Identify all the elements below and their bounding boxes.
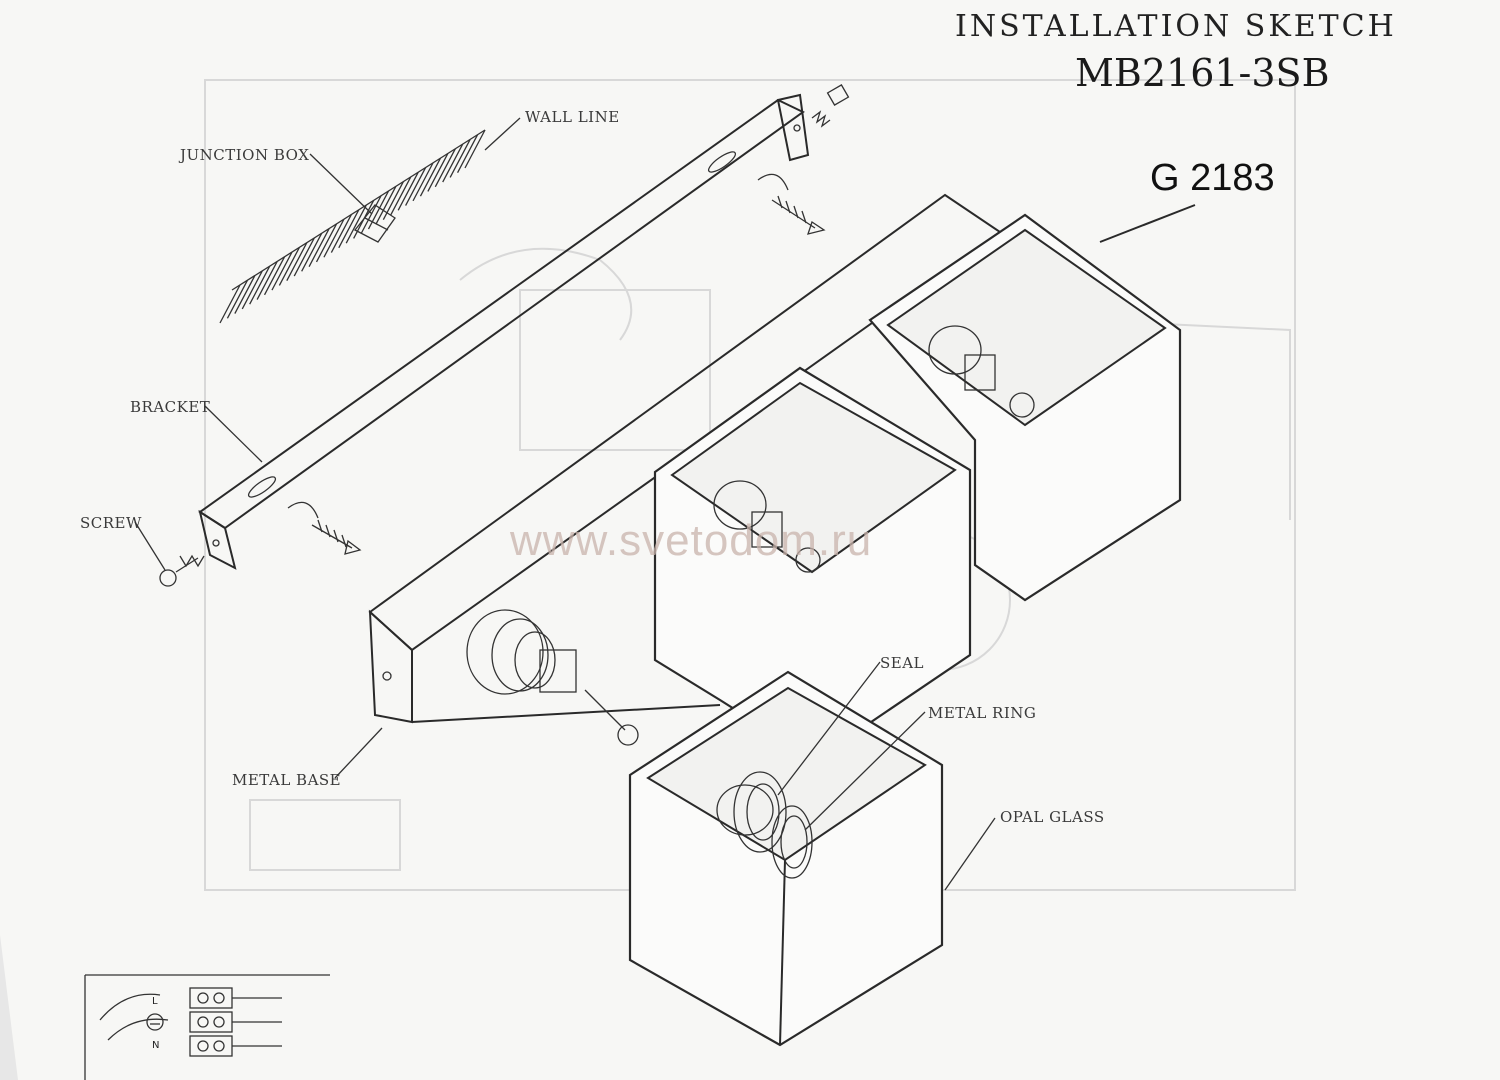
- hatch-line: [345, 204, 367, 244]
- hatch-line: [442, 143, 464, 183]
- ground-icon: [146, 1013, 164, 1031]
- screw-bottom-icon: [159, 554, 205, 587]
- hatch-line: [434, 148, 456, 188]
- screw-top-icon: [811, 84, 850, 128]
- wood-screw-bottom-icon: [287, 501, 362, 555]
- hatch-line: [278, 247, 300, 286]
- header-title-cut: INSTALLATION SKETCH: [955, 9, 1397, 44]
- hatch-line: [360, 195, 382, 235]
- model-number: MB2161-3SB: [1075, 51, 1330, 95]
- terminal-neutral-label: N: [152, 1040, 159, 1051]
- hatch-line: [301, 233, 323, 272]
- hatch-line: [219, 284, 241, 324]
- hatch-line: [315, 223, 338, 263]
- label-seal: SEAL: [880, 654, 924, 672]
- watermark: www.svetodom.ru: [509, 516, 872, 565]
- hatch-line: [226, 280, 248, 319]
- seal-ring: [716, 784, 774, 836]
- hatch-line: [263, 256, 286, 296]
- label-metal-base: METAL BASE: [232, 771, 341, 789]
- hatch-line: [412, 162, 434, 202]
- glass-cube-front: [628, 670, 944, 1047]
- bracket: [198, 93, 810, 570]
- glass-cube-middle: [653, 366, 972, 762]
- hatch-line: [427, 153, 449, 192]
- glass-cube-back: [868, 213, 1182, 602]
- hatch-line: [293, 237, 315, 277]
- hatch-line: [249, 265, 271, 305]
- terminal-live-label: L: [152, 996, 158, 1007]
- label-wall-line: WALL LINE: [525, 108, 620, 126]
- hatch-line: [271, 251, 293, 291]
- product-code-leader: [1099, 204, 1196, 243]
- wood-screw-top-icon: [757, 173, 826, 235]
- product-code: G 2183: [1150, 157, 1275, 199]
- lamp-holder: [466, 609, 639, 746]
- label-screw: SCREW: [80, 514, 142, 532]
- hatch-line: [234, 275, 256, 314]
- metal-ring-icon: [771, 805, 813, 879]
- hatch-line: [323, 218, 345, 258]
- seal-icon: [733, 771, 787, 853]
- hatch-line: [390, 176, 412, 216]
- hatch-line: [338, 209, 360, 249]
- hatch-line: [449, 139, 471, 178]
- label-metal-ring: METAL RING: [928, 704, 1036, 722]
- hatch-line: [241, 270, 263, 310]
- hatch-line: [330, 214, 352, 253]
- hatch-line: [457, 134, 479, 173]
- label-opal-glass: OPAL GLASS: [1000, 808, 1105, 826]
- label-bracket: BRACKET: [130, 398, 210, 416]
- hatch-line: [367, 190, 390, 230]
- junction-box: [353, 204, 396, 243]
- label-junction-box: JUNCTION BOX: [178, 146, 309, 164]
- wall-hatching: [219, 129, 486, 324]
- wiring-terminal-block: L N: [0, 935, 330, 1080]
- hatch-line: [419, 157, 442, 197]
- hatch-line: [286, 242, 308, 282]
- hatch-line: [256, 261, 278, 300]
- hatch-line: [375, 186, 397, 225]
- hatch-line: [405, 167, 427, 206]
- hatch-line: [308, 228, 330, 267]
- hatch-line: [397, 171, 419, 211]
- hatch-line: [464, 129, 486, 169]
